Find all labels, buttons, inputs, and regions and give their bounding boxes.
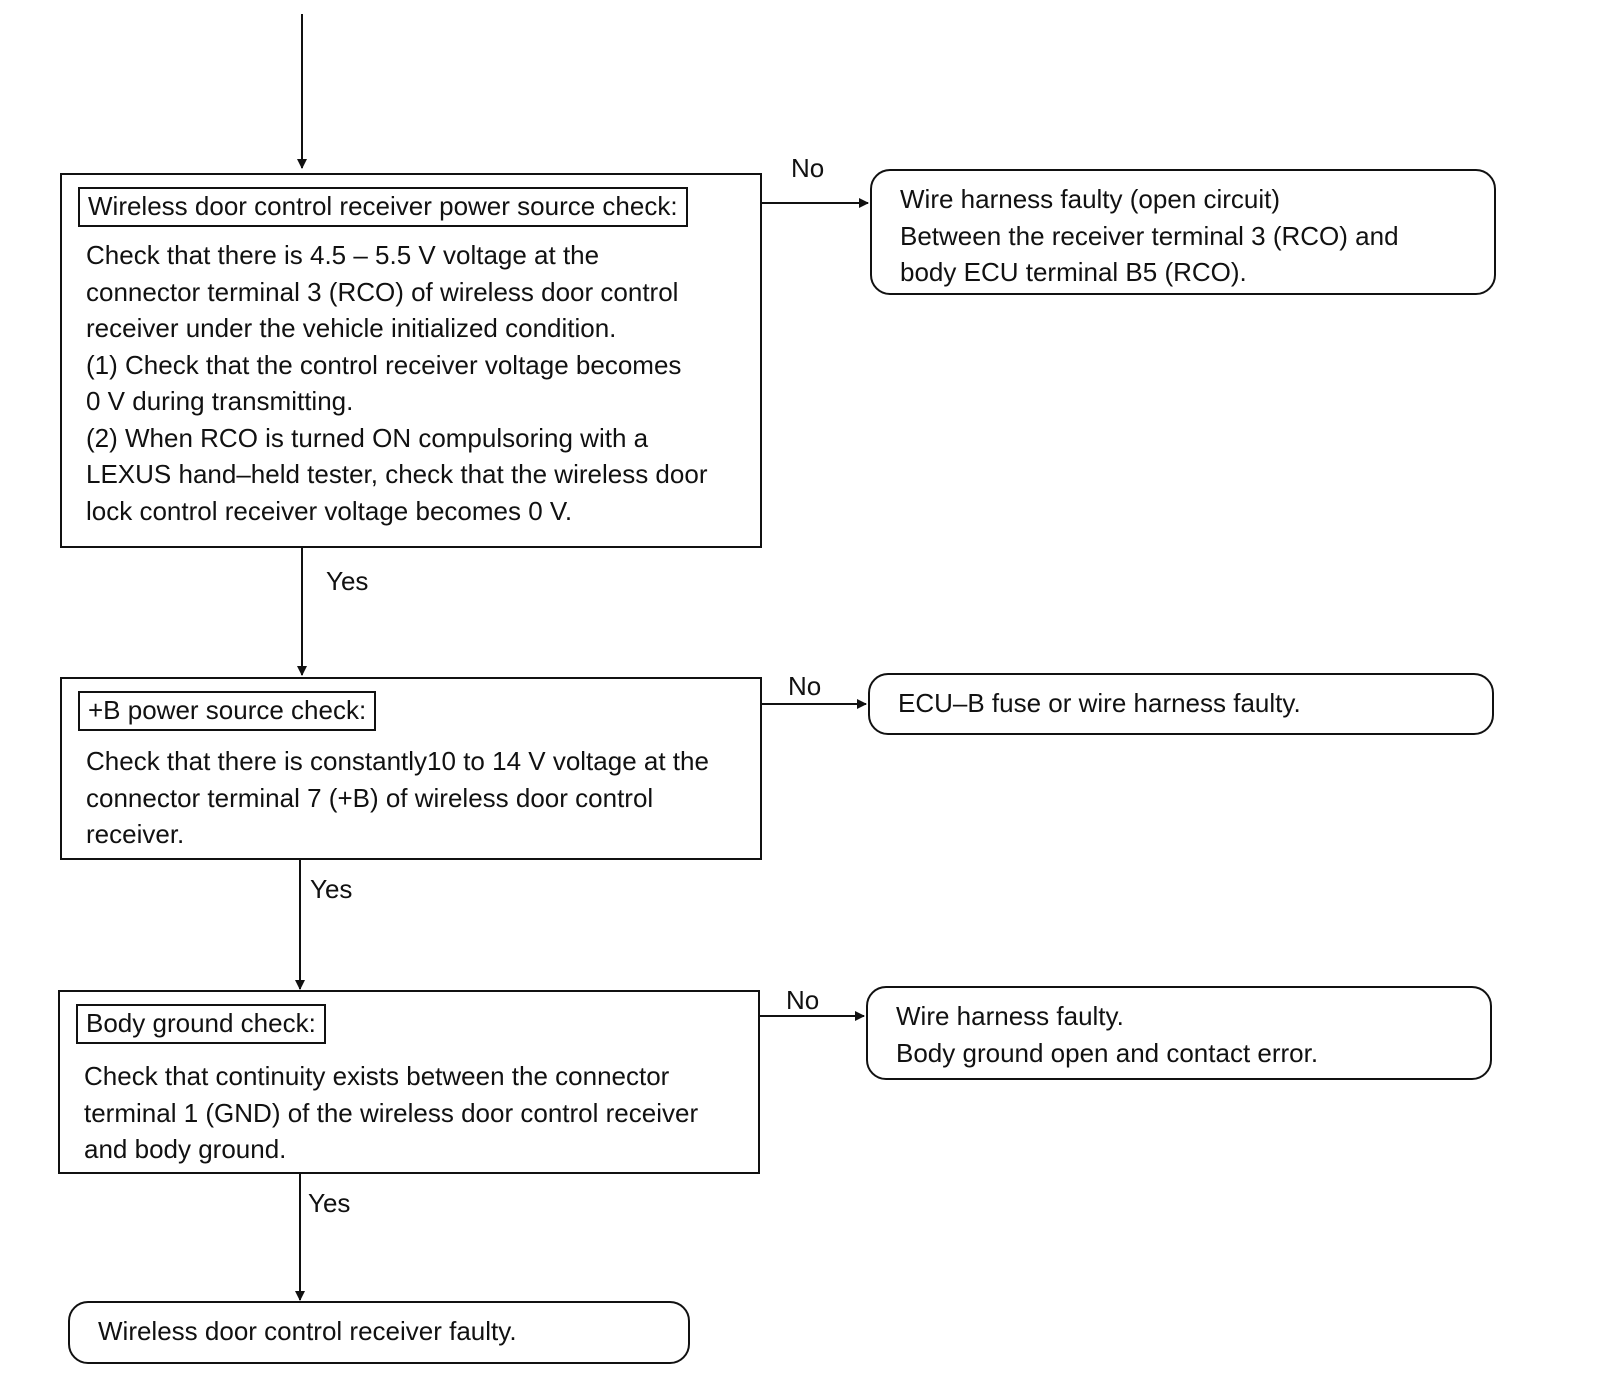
receiver-faulty-result-box: Wireless door control receiver faulty.: [68, 1301, 690, 1364]
body-ground-check-box: Body ground check: Check that continuity…: [58, 990, 760, 1174]
description-line: Check that continuity exists between the…: [84, 1061, 670, 1091]
result-line: Wire harness faulty.: [896, 1001, 1124, 1031]
description-line: (1) Check that the control receiver volt…: [86, 349, 682, 380]
description-line: (2) When RCO is turned ON compulsoring w…: [86, 422, 649, 453]
result-line: Between the receiver terminal 3 (RCO) an…: [900, 220, 1399, 251]
power-source-check-box: Wireless door control receiver power sou…: [60, 173, 762, 548]
step-description: Check that there is 4.5 – 5.5 V voltage …: [86, 237, 746, 529]
description-line: receiver.: [86, 819, 185, 849]
step-description: Check that continuity exists between the…: [84, 1058, 744, 1168]
description-line: Check that there is constantly10 to 14 V…: [86, 746, 709, 776]
result-line: Wireless door control receiver faulty.: [98, 1316, 517, 1346]
description-line: 0 V during transmitting.: [86, 386, 354, 416]
step-title: +B power source check:: [78, 691, 377, 731]
description-line: connector terminal 3 (RCO) of wireless d…: [86, 276, 679, 307]
description-line: terminal 1 (GND) of the wireless door co…: [84, 1097, 699, 1128]
ground-result-box: Wire harness faulty. Body ground open an…: [866, 986, 1492, 1080]
fuse-result-box: ECU–B fuse or wire harness faulty.: [868, 673, 1494, 735]
open-circuit-result-box: Wire harness faulty (open circuit) Betwe…: [870, 169, 1496, 295]
description-line: receiver under the vehicle initialized c…: [86, 313, 617, 343]
b-power-source-check-box: +B power source check: Check that there …: [60, 677, 762, 860]
result-line: body ECU terminal B5 (RCO).: [900, 257, 1247, 287]
description-line: and body ground.: [84, 1134, 287, 1164]
step-description: Check that there is constantly10 to 14 V…: [86, 743, 746, 853]
description-line: connector terminal 7 (+B) of wireless do…: [86, 782, 654, 813]
result-line: Body ground open and contact error.: [896, 1037, 1319, 1068]
yes-label: Yes: [326, 566, 369, 596]
no-label: No: [786, 985, 820, 1015]
description-line: LEXUS hand–held tester, check that the w…: [86, 459, 708, 489]
no-label: No: [791, 153, 825, 183]
yes-label: Yes: [308, 1188, 351, 1218]
description-line: Check that there is 4.5 – 5.5 V voltage …: [86, 240, 600, 270]
result-line: Wire harness faulty (open circuit): [900, 184, 1281, 214]
result-line: ECU–B fuse or wire harness faulty.: [898, 688, 1301, 718]
yes-label: Yes: [310, 874, 353, 904]
step-title: Body ground check:: [76, 1004, 326, 1044]
description-line: lock control receiver voltage becomes 0 …: [86, 495, 573, 526]
no-label: No: [788, 671, 822, 701]
step-title: Wireless door control receiver power sou…: [78, 187, 688, 227]
